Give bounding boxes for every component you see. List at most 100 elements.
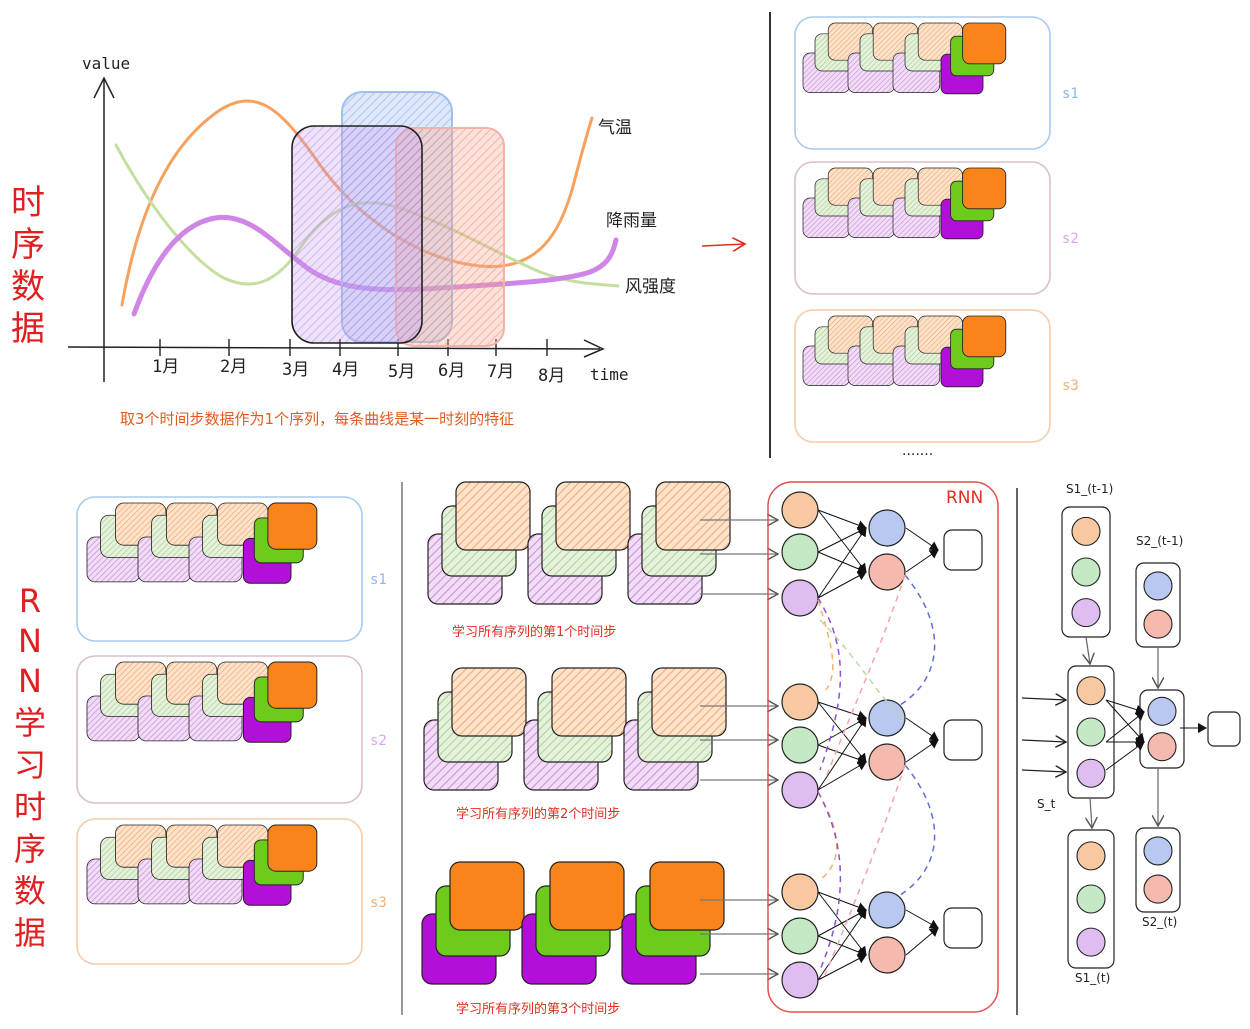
title-char: 时 [14,788,46,826]
sequence-label: s3 [1062,378,1079,394]
state-arrow [1086,636,1090,664]
x-axis-label: time [590,365,629,384]
connection [817,717,867,746]
connection [817,509,867,573]
label-s2-prev: S2_(t-1) [1136,534,1183,548]
input-node [781,961,819,999]
connection [817,701,867,721]
state-node [1147,732,1177,762]
connection [817,909,867,981]
title-char: 学 [14,704,46,742]
month-label: 6月 [438,361,465,381]
feature-tile-orange-solid [962,22,1007,65]
input-node [781,491,819,529]
step-tile-orange [549,861,625,931]
title-char: N [18,622,42,660]
red-arrow [701,244,745,246]
sequence-box [76,655,363,804]
sequence-label: s3 [370,895,387,911]
state-arrow [1021,740,1066,742]
state-node [1071,516,1101,546]
sequence-box [76,818,363,965]
step-tile-orange [655,481,731,551]
month-label: 7月 [487,362,514,382]
hidden-node [868,891,906,929]
step-card [421,861,525,985]
state-node [1076,758,1106,788]
recurrent-link [824,764,906,976]
hidden-node [868,553,906,591]
sequence-label: s1 [370,572,387,588]
sequence-box [794,16,1051,150]
month-label: 2月 [220,357,247,377]
step-caption-2: 学习所有序列的第2个时间步 [456,806,620,822]
state-node [1143,609,1173,639]
step-card [623,667,727,791]
sequence-cluster [86,824,318,906]
state-node [1147,696,1177,726]
state-box [1139,689,1185,769]
sequence-box [794,309,1051,443]
sequence-label: s2 [1062,231,1079,247]
state-node [1071,557,1101,587]
series-label-rainfall: 降雨量 [606,211,657,231]
title-char: 习 [14,746,46,784]
month-label: 1月 [152,357,179,377]
rnn-network [781,491,983,999]
connection [905,717,939,741]
recurrent-link [817,597,842,771]
connection [817,571,867,599]
step-card [427,481,531,605]
state-node [1143,874,1173,904]
step-tile-orange [551,667,627,737]
step-caption-1: 学习所有序列的第1个时间步 [452,624,616,640]
step-card [627,481,731,605]
recurrent-link [899,764,936,896]
x-axis-arrow [583,339,605,358]
sequence-cluster [86,502,318,584]
connection [905,739,939,763]
state-diagram [1021,506,1241,969]
y-axis-arrow [93,76,115,99]
recurrent-link [817,791,842,971]
hidden-node [868,743,906,781]
title-char: 数 [11,267,45,307]
connection [817,954,867,981]
state-node [1076,676,1106,706]
input-node [781,579,819,617]
step-card [521,861,625,985]
recurrent-link [824,574,906,781]
state-node [1076,927,1106,957]
label-s2-t: S2_(t) [1142,915,1177,929]
state-arrow [1090,797,1092,828]
connection [905,909,939,929]
step-card [423,667,527,791]
connection [905,927,939,956]
sequence-cluster [802,167,1007,240]
title-char: N [18,662,42,700]
sequence-box [794,161,1051,295]
connection [817,891,867,912]
state-box [1067,665,1115,799]
y-axis-label: value [82,54,130,73]
connection [817,527,867,599]
title-char: 序 [11,225,45,265]
input-node [781,533,819,571]
output-node [943,529,983,571]
step-tile-orange [451,667,527,737]
connection [905,549,939,573]
step-caption-3: 学习所有序列的第3个时间步 [456,1001,620,1017]
step-card [621,861,725,985]
connection [905,527,939,551]
series-label-wind: 风强度 [625,277,676,297]
ellipsis: ....... [902,443,933,459]
chart-caption: 取3个时间步数据作为1个序列，每条曲线是某一时刻的特征 [120,410,514,428]
connection [817,717,867,791]
state-arrow [1105,699,1145,715]
title-char: 数 [14,872,46,910]
hidden-node [868,699,906,737]
state-node [1076,841,1106,871]
input-node [781,873,819,911]
